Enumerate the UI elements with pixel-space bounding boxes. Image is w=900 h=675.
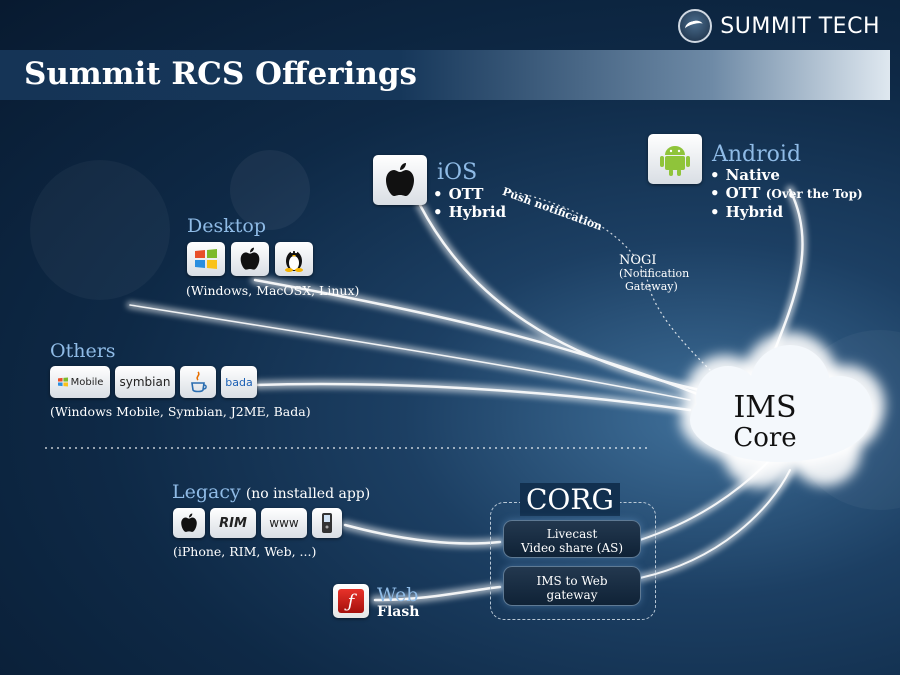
windows-mobile-badge-text: Mobile: [70, 376, 104, 388]
java-icon: [180, 366, 216, 398]
web-label: Web: [377, 584, 419, 606]
ios-label: iOS: [437, 160, 478, 185]
www-badge: www: [261, 508, 307, 538]
push-notification-path: [504, 189, 716, 376]
legacy-caption: (iPhone, RIM, Web, ...): [173, 544, 317, 559]
corg-item-livecast-line2: Video share (AS): [520, 541, 624, 555]
nogi-label: NOGI (Notification Gateway): [619, 254, 689, 293]
bada-badge-text: bada: [225, 375, 253, 389]
beam-legacy: [343, 523, 502, 545]
linux-icon: [275, 242, 313, 276]
others-caption: (Windows Mobile, Symbian, J2ME, Bada): [50, 404, 311, 419]
windows-mobile-badge: Mobile: [50, 366, 110, 398]
ios-bullet-ott: •OTT: [433, 185, 484, 203]
corg-item-ims-web: IMS to Web gateway: [503, 566, 641, 606]
ios-bullets: •OTT •Hybrid: [433, 185, 506, 221]
symbian-badge: symbian: [115, 366, 175, 398]
nogi-line3: Gateway): [625, 280, 678, 293]
rim-badge-text: RIM: [219, 515, 247, 531]
desktop-label: Desktop: [187, 215, 266, 237]
ios-apple-icon: [373, 155, 427, 205]
android-bullet-ott: •OTT (Over the Top): [710, 184, 863, 202]
legacy-apple-icon: [173, 508, 205, 538]
symbian-badge-text: symbian: [119, 375, 171, 389]
rim-badge: RIM: [210, 508, 256, 538]
legacy-heading: Legacy (no installed app): [172, 481, 370, 503]
desktop-apple-icon: [231, 242, 269, 276]
beam-ios: [418, 203, 702, 392]
beam-ios-glow: [415, 200, 705, 395]
corg-item-livecast-line1: Livecast: [546, 527, 598, 541]
ims-line1: IMS: [733, 390, 797, 425]
summit-tech-logo-icon: [678, 9, 713, 43]
beam-desktop: [253, 278, 702, 397]
flash-icon: ƒ: [333, 584, 369, 618]
phone-icon: [312, 508, 342, 538]
nogi-line1: NOGI: [619, 253, 657, 268]
beam-desktop2: [129, 304, 691, 401]
legacy-label: Legacy: [172, 481, 241, 503]
brand-name: SUMMIT TECH: [720, 13, 880, 39]
beam-web: [373, 585, 502, 602]
title-bar: [0, 50, 890, 100]
others-label: Others: [50, 340, 116, 362]
bokeh-1: [30, 160, 170, 300]
desktop-caption: (Windows, MacOSX, Linux): [186, 283, 360, 298]
corg-item-livecast: Livecast Video share (AS): [503, 520, 641, 558]
android-bullet-native: •Native: [710, 166, 780, 184]
brand-logo: SUMMIT TECH: [678, 8, 880, 44]
web-sub-label: Flash: [377, 604, 420, 620]
windows-icon: [187, 242, 225, 276]
corg-item-ims-web-line2: gateway: [546, 588, 598, 602]
beam-corg2: [639, 469, 791, 579]
android-bullet-hybrid: •Hybrid: [710, 203, 784, 221]
www-badge-text: www: [269, 516, 299, 530]
ims-core-label: IMS Core: [725, 390, 805, 454]
android-icon: [648, 134, 702, 184]
ims-line2: Core: [733, 423, 797, 453]
ios-bullet-hybrid: •Hybrid: [433, 203, 507, 221]
legacy-note: (no installed app): [245, 486, 371, 502]
android-bullets: •Native •OTT (Over the Top) •Hybrid: [710, 166, 863, 221]
nogi-line2: (Notification: [619, 267, 690, 280]
android-label: Android: [712, 142, 802, 167]
bokeh-2: [230, 150, 310, 230]
corg-label: CORG: [520, 483, 620, 516]
beam-others: [253, 382, 692, 412]
corg-item-ims-web-line1: IMS to Web: [536, 574, 608, 588]
bada-badge: bada: [221, 366, 257, 398]
page-title: Summit RCS Offerings: [24, 56, 417, 92]
